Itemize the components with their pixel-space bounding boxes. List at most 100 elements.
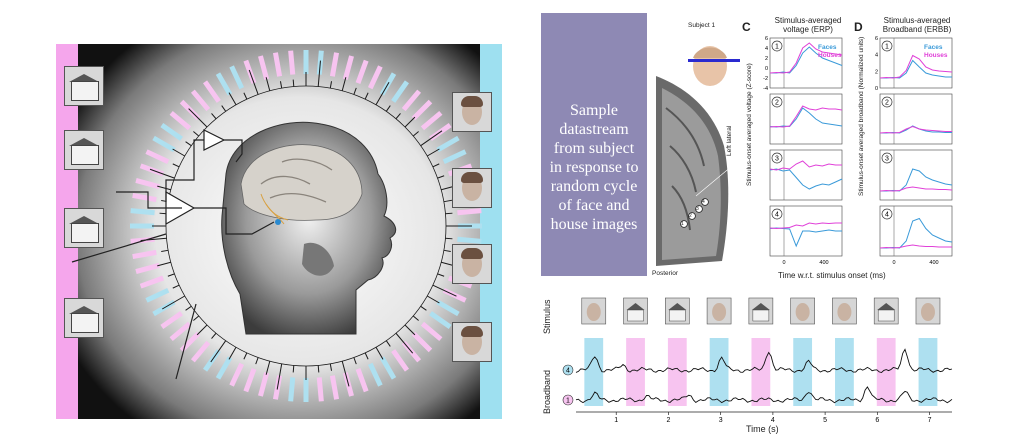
ring-signal-spike xyxy=(432,284,457,297)
timeline-tick-label: 5 xyxy=(823,417,827,424)
ring-stimulus-bar xyxy=(288,377,296,402)
timeline-tick-label: 3 xyxy=(719,417,723,424)
ring-signal-spike xyxy=(265,77,271,91)
ring-stimulus-bar xyxy=(379,356,397,380)
ring-signal-spike xyxy=(210,340,227,363)
ring-signal-spike xyxy=(279,81,283,89)
house-body-icon xyxy=(669,309,686,322)
ring-stimulus-bar xyxy=(367,362,383,387)
face-stimulus-thumb xyxy=(452,168,492,208)
panel-c-legend-houses: Houses xyxy=(818,52,842,59)
y-tick-label: 6 xyxy=(765,36,768,42)
panel-d-legend-houses: Houses xyxy=(924,52,948,59)
ring-signal-spike xyxy=(437,175,445,179)
ring-signal-spike xyxy=(276,363,283,390)
subplot-row-badge xyxy=(771,208,783,220)
ring-stimulus-bar xyxy=(132,249,157,260)
timeline-xlabel: Time (s) xyxy=(746,424,779,434)
ring-stimulus-bar xyxy=(145,287,170,303)
ring-signal-spike xyxy=(375,346,384,360)
ring-signal-spike xyxy=(159,212,167,215)
subplot-row-number: 1 xyxy=(775,44,779,51)
ring-signal-spike xyxy=(375,81,390,106)
x-tick-label: 0 xyxy=(782,260,785,266)
ring-signal-spike xyxy=(243,352,248,360)
face-icon xyxy=(920,303,935,321)
ring-signal-spike xyxy=(221,105,227,112)
ring-stimulus-bar xyxy=(355,367,369,393)
subplot-row-badge xyxy=(771,96,783,108)
electrode-4: 4 xyxy=(702,199,705,205)
y-tick-label: 2 xyxy=(875,69,878,75)
ring-signal-spike xyxy=(172,148,186,157)
ring-stimulus-bar xyxy=(135,178,160,190)
ring-stimulus-bar xyxy=(457,208,482,216)
ring-stimulus-bar xyxy=(190,340,211,363)
houses-trace xyxy=(879,125,952,134)
ring-signal-spike xyxy=(364,92,369,100)
face-icon xyxy=(712,303,727,321)
y-tick-label: 6 xyxy=(875,36,878,42)
face-stimulus-band xyxy=(793,338,813,406)
ring-stimulus-bar xyxy=(215,356,233,380)
ring-signal-spike xyxy=(149,168,175,179)
ring-stimulus-bar xyxy=(329,375,340,400)
ring-signal-spike xyxy=(172,163,180,168)
face-stimulus-thumb xyxy=(452,244,492,284)
ring-signal-spike xyxy=(185,305,192,311)
ring-stimulus-bar xyxy=(229,362,245,387)
ring-stimulus-bar xyxy=(429,311,452,329)
subplot-row-badge xyxy=(771,152,783,164)
ring-signal-spike xyxy=(341,77,347,91)
ring-signal-spike xyxy=(385,340,391,347)
houses-trace xyxy=(769,222,842,230)
ring-stimulus-bar xyxy=(132,192,157,203)
ring-signal-spike xyxy=(385,105,391,112)
electrode-3: 3 xyxy=(696,206,699,212)
ring-stimulus-bar xyxy=(160,311,183,329)
ring-signal-spike xyxy=(426,295,440,304)
ring-stimulus-bar xyxy=(391,80,409,103)
mri-panel: Subject 1 1 2 3 4 Posterior Left lateral xyxy=(652,16,762,281)
y-tick-label: 4 xyxy=(875,53,878,59)
brain-head-image xyxy=(221,121,397,335)
ring-stimulus-bar xyxy=(442,149,467,165)
house-body-icon xyxy=(752,309,770,322)
ring-stimulus-bar xyxy=(355,59,369,85)
amplifier-schematic xyxy=(71,129,275,380)
ring-stimulus-bar xyxy=(203,80,221,103)
ring-signal-spike xyxy=(404,116,416,128)
ring-signal-spike xyxy=(317,365,320,373)
ring-signal-spike xyxy=(228,92,237,106)
panel-c-legend-faces: Faces xyxy=(818,44,837,51)
house-stimulus-thumb xyxy=(64,208,104,248)
houses-trace xyxy=(769,160,842,171)
head-ring-graphic xyxy=(56,44,502,419)
house-stimulus-band xyxy=(667,338,687,406)
ring-signal-spike xyxy=(255,357,259,365)
ring-signal-spike xyxy=(432,163,440,168)
ring-signal-spike xyxy=(445,212,453,215)
subplot-row-badge xyxy=(771,40,783,52)
faces-trace xyxy=(769,168,843,190)
subplot-row-number: 3 xyxy=(775,156,779,163)
caption-box: Sample datastream from subject in respon… xyxy=(541,13,647,276)
x-tick-label: 400 xyxy=(819,260,828,266)
house-stimulus-thumb xyxy=(64,66,104,106)
face-icon xyxy=(795,303,810,321)
ring-stimulus-bar xyxy=(152,135,176,153)
ring-signal-spike xyxy=(329,81,333,89)
ring-stimulus-bar xyxy=(457,236,482,244)
x-tick-label: 400 xyxy=(929,260,938,266)
y-tick-label: -4 xyxy=(763,86,768,92)
house-roof-icon xyxy=(626,303,645,310)
y-tick-label: 2 xyxy=(765,56,768,62)
ring-signal-spike xyxy=(157,261,171,267)
timeline-tick-label: 7 xyxy=(928,417,932,424)
house-stimulus-band xyxy=(751,338,771,406)
subject-label: Subject 1 xyxy=(688,22,716,29)
ring-stimulus-bar xyxy=(130,208,155,216)
left-lateral-label: Left lateral xyxy=(726,125,733,156)
ring-stimulus-bar xyxy=(391,349,409,372)
